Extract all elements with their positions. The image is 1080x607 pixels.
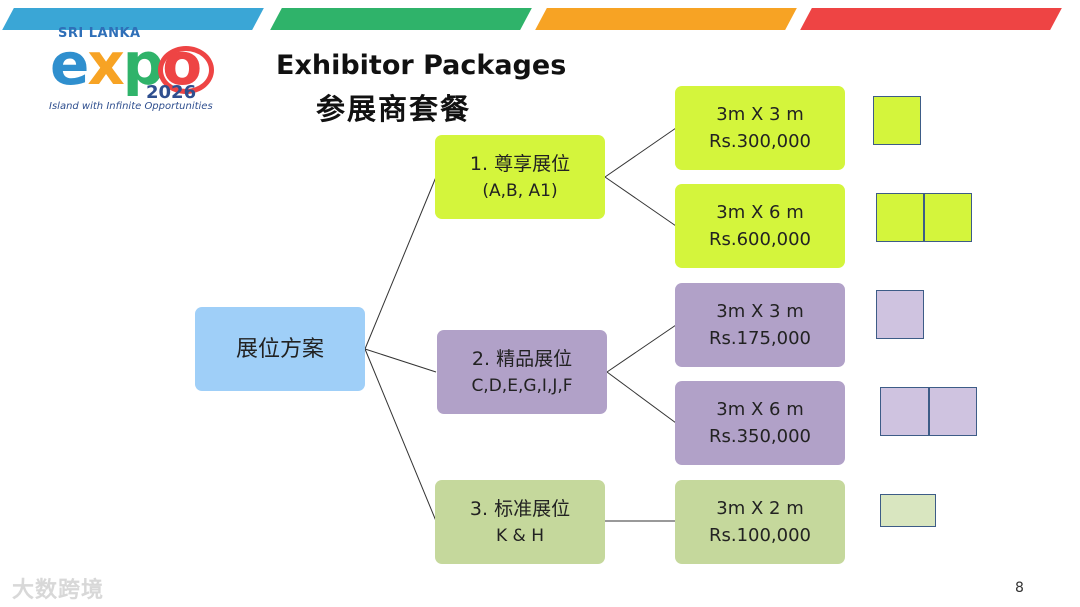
page-title-chinese: 参展商套餐 [316,92,472,126]
booth-swatch-boutique-3x6-b [929,387,977,436]
booth-swatch-premium-3x3 [873,96,921,145]
booth-swatch-standard-3x2 [880,494,936,527]
page-title: Exhibitor Packages [276,50,567,81]
logo-country: SRI LANKA [58,26,141,41]
package-price: Rs.100,000 [708,525,812,546]
booth-swatch-boutique-3x6-a [880,387,929,436]
package-price: Rs.350,000 [708,426,812,447]
category-name: 2. 精品展位 [471,348,573,370]
package-size: 3m X 3 m [716,104,804,125]
watermark: 大数跨境 [12,578,105,603]
package-size: 3m X 6 m [716,399,804,420]
page-number: 8 [1015,580,1024,596]
package-node-standard-3x2: 3m X 2 m Rs.100,000 [675,480,845,564]
root-node: 展位方案 [195,307,365,391]
connector-cat2-pkg4 [606,371,677,424]
package-node-premium-3x3: 3m X 3 m Rs.300,000 [675,86,845,170]
package-price: Rs.175,000 [708,328,812,349]
root-label: 展位方案 [235,336,324,362]
package-node-boutique-3x6: 3m X 6 m Rs.350,000 [675,381,845,465]
category-codes: K & H [496,525,544,546]
booth-swatch-premium-3x6-b [924,193,972,242]
package-price: Rs.600,000 [708,229,812,250]
category-name: 3. 标准展位 [469,498,571,520]
logo-ring-icon [158,46,214,94]
booth-swatch-premium-3x6-a [876,193,924,242]
category-codes: (A,B, A1) [482,180,558,201]
package-size: 3m X 6 m [716,202,804,223]
package-size: 3m X 2 m [716,498,804,519]
booth-swatch-boutique-3x3 [876,290,924,339]
logo-tagline: Island with Infinite Opportunities [49,101,213,112]
category-codes: C,D,E,G,I,J,F [471,375,573,396]
category-node-standard: 3. 标准展位 K & H [435,480,605,564]
logo-year: 2026 [146,82,197,103]
expo-logo: SRI LANKA expo 2026 Island with Infinite… [40,26,214,126]
connector-cat1-pkg1 [604,127,677,178]
package-price: Rs.300,000 [708,131,812,152]
category-name: 1. 尊享展位 [469,153,571,175]
connector-root-cat2 [364,348,437,373]
connector-root-cat1 [364,176,437,350]
category-node-boutique: 2. 精品展位 C,D,E,G,I,J,F [437,330,607,414]
connector-root-cat3 [364,348,437,522]
package-node-premium-3x6: 3m X 6 m Rs.600,000 [675,184,845,268]
category-node-premium: 1. 尊享展位 (A,B, A1) [435,135,605,219]
package-size: 3m X 3 m [716,301,804,322]
connector-cat1-pkg2 [604,176,677,227]
package-node-boutique-3x3: 3m X 3 m Rs.175,000 [675,283,845,367]
connector-cat2-pkg3 [606,324,677,373]
